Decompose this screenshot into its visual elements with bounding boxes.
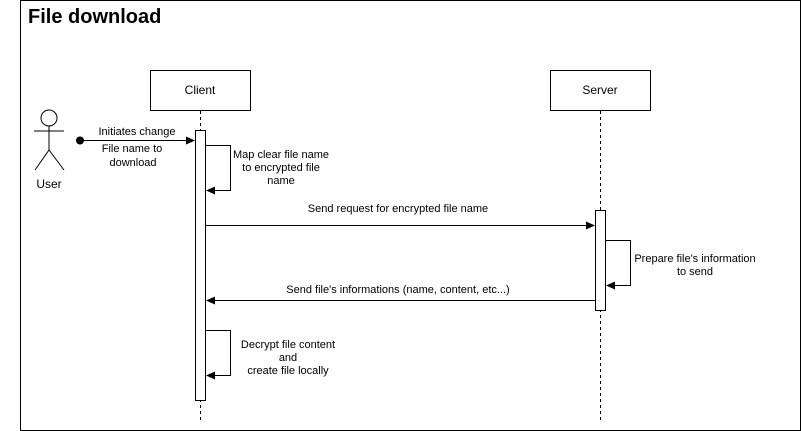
prepare-label-line-1: Prepare file's information (634, 253, 755, 265)
server-participant-label: Server (582, 83, 617, 97)
initiate-note-line-2: download (109, 157, 156, 169)
server-participant-box (550, 70, 651, 111)
decrypt-self-message-arrow (205, 330, 231, 380)
decrypt-label-line-3: create file locally (247, 365, 329, 377)
diagram-title: File download (28, 6, 161, 28)
client-activation-bar (195, 130, 206, 401)
decrypt-label-line-2: and (279, 352, 297, 364)
send-request-message-label: Send request for encrypted file name (308, 203, 488, 215)
server-activation-bar (595, 210, 606, 311)
user-actor-icon (34, 109, 65, 171)
map-label-line-1: Map clear file name (233, 149, 329, 161)
decrypt-label-line-1: Decrypt file content (241, 339, 335, 351)
diagram-frame (20, 0, 801, 431)
user-actor-label: User (36, 177, 61, 191)
send-info-message-label: Send file's informations (name, content,… (286, 284, 509, 296)
prepare-self-message-arrow (605, 240, 631, 290)
initiate-message-label: Initiates change (98, 126, 175, 138)
prepare-label-line-2: to send (677, 266, 713, 278)
client-participant-label: Client (185, 83, 216, 97)
map-self-message-arrow (205, 145, 231, 195)
initiate-note-line-1: File name to (102, 143, 163, 155)
map-label-line-2: to encrypted file (242, 162, 320, 174)
map-label-line-3: name (267, 175, 295, 187)
client-participant-box (150, 70, 251, 111)
